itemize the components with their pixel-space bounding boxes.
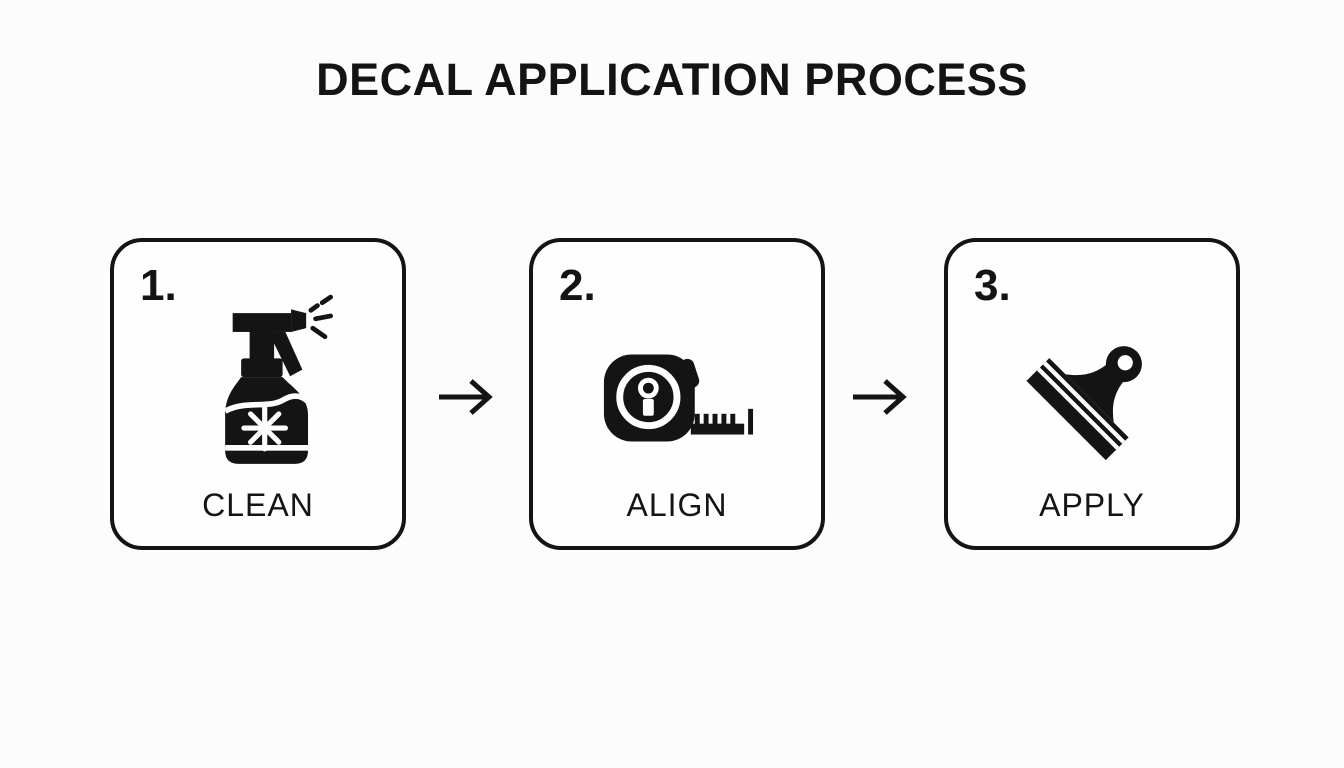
right-arrow-icon bbox=[436, 376, 498, 418]
step-label: ALIGN bbox=[626, 487, 728, 523]
step-number: 1. bbox=[140, 261, 177, 310]
spray-bottle-icon bbox=[210, 291, 342, 470]
step-card-clean: 1. bbox=[110, 238, 406, 550]
step-number: 3. bbox=[974, 261, 1011, 310]
squeegee-icon bbox=[1019, 317, 1171, 469]
tape-measure-icon bbox=[598, 349, 756, 448]
step-card-apply: 3. APPLY bbox=[944, 238, 1240, 550]
step-label: APPLY bbox=[1039, 487, 1145, 523]
step-number: 2. bbox=[559, 261, 596, 310]
page-title: DECAL APPLICATION PROCESS bbox=[316, 54, 1028, 105]
step-card-align: 2. ALIGN bbox=[529, 238, 825, 550]
step-label: CLEAN bbox=[202, 487, 314, 523]
right-arrow-icon bbox=[850, 376, 912, 418]
